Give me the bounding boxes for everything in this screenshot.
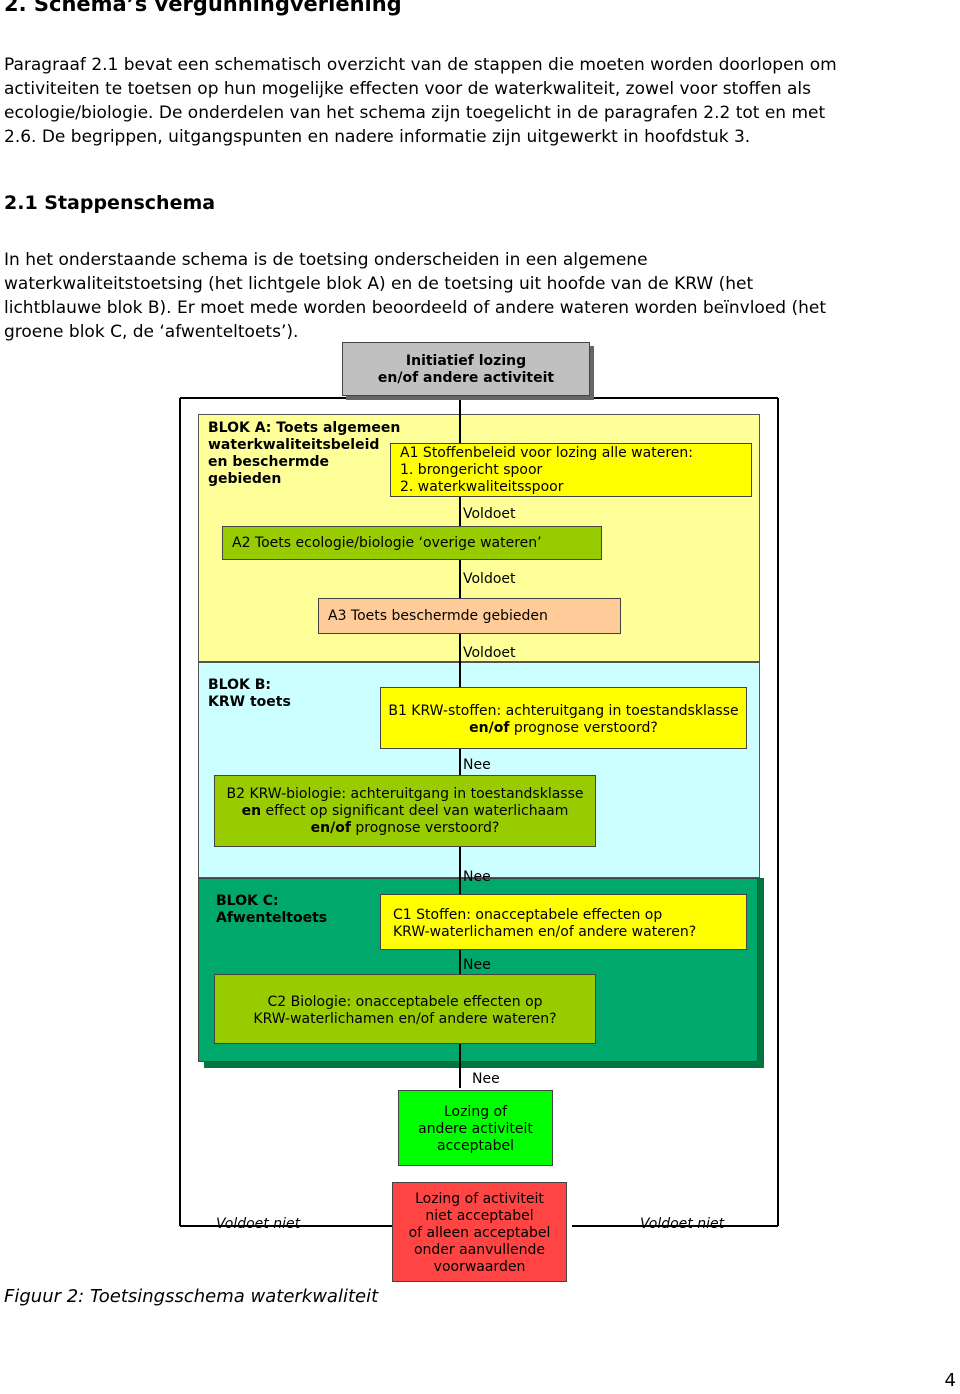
b1-rest: prognose verstoord? <box>509 720 658 736</box>
not-ok-line: onder aanvullende <box>413 1242 546 1258</box>
a1-line: A1 Stoffenbeleid voor lozing alle watere… <box>400 445 693 461</box>
start-line: en/of andere activiteit <box>377 370 555 386</box>
a3-box: A3 Toets beschermde gebieden <box>318 598 621 634</box>
block-a-title: BLOK A: Toets algemeen waterkwaliteitsbe… <box>208 420 400 488</box>
c2-line: KRW-waterlichamen en/of andere wateren? <box>253 1011 557 1027</box>
nee-label: Nee <box>463 957 491 973</box>
nee-label: Nee <box>463 869 491 885</box>
figure-caption: Figuur 2: Toetsingsschema waterkwaliteit <box>4 1286 379 1307</box>
intro-line: 2.6. De begrippen, uitgangspunten en nad… <box>4 127 751 147</box>
block-c-title-line: BLOK C: <box>216 893 279 909</box>
b1-box: B1 KRW-stoffen: achteruitgang in toestan… <box>380 687 747 749</box>
b2-rest: prognose verstoord? <box>350 820 500 836</box>
not-ok-line: voorwaarden <box>433 1259 526 1275</box>
block-c-title: BLOK C: Afwenteltoets <box>216 893 327 927</box>
c2-box: C2 Biologie: onacceptabele effecten op K… <box>214 974 596 1044</box>
section-paragraph: In het onderstaande schema is de toetsin… <box>4 248 826 344</box>
page-heading: 2. Schema’s vergunningverlening <box>4 0 402 16</box>
nee-label: Nee <box>463 757 491 773</box>
block-b-title-line: KRW toets <box>208 694 291 710</box>
nee-label: Nee <box>472 1071 500 1087</box>
block-c-title-line: Afwenteltoets <box>216 910 328 926</box>
section-line: groene blok C, de ‘afwenteltoets’). <box>4 322 299 342</box>
intro-line: activiteiten te toetsen op hun mogelijke… <box>4 79 812 99</box>
block-a-title-line: waterkwaliteitsbeleid <box>208 437 380 453</box>
b1-line: B1 KRW-stoffen: achteruitgang in toestan… <box>388 703 739 719</box>
a1-line: 2. waterkwaliteitsspoor <box>400 479 564 495</box>
voldoet-label: Voldoet <box>463 571 516 587</box>
b2-bold: en <box>241 803 262 819</box>
page-number: 4 <box>944 1370 956 1391</box>
start-line: Initiatief lozing <box>405 353 527 369</box>
c1-box: C1 Stoffen: onacceptabele effecten op KR… <box>380 894 747 950</box>
b2-line: B2 KRW-biologie: achteruitgang in toesta… <box>226 786 584 802</box>
a2-line: A2 Toets ecologie/biologie ‘overige wate… <box>232 535 542 551</box>
voldoet-label: Voldoet <box>463 506 516 522</box>
b2-line: en/of prognose verstoord? <box>215 820 595 837</box>
a3-line: A3 Toets beschermde gebieden <box>328 608 548 624</box>
voldoet-niet-label: Voldoet niet <box>216 1216 301 1232</box>
block-b-title-line: BLOK B: <box>208 677 271 693</box>
b2-box: B2 KRW-biologie: achteruitgang in toesta… <box>214 775 596 847</box>
b2-rest: effect op significant deel van waterlich… <box>261 803 569 819</box>
block-b-title: BLOK B: KRW toets <box>208 677 291 711</box>
b1-bold: en/of <box>469 720 510 736</box>
not-ok-line: niet acceptabel <box>425 1208 534 1224</box>
ok-line: acceptabel <box>437 1138 514 1154</box>
start-box: Initiatief lozing en/of andere activitei… <box>342 342 590 396</box>
section-title: 2.1 Stappenschema <box>4 192 216 214</box>
a2-box: A2 Toets ecologie/biologie ‘overige wate… <box>222 526 602 560</box>
voldoet-label: Voldoet <box>463 645 516 661</box>
ok-box: Lozing of andere activiteit acceptabel <box>398 1090 553 1166</box>
block-c-shadow <box>204 1062 764 1068</box>
not-ok-line: Lozing of activiteit <box>415 1191 544 1207</box>
intro-line: ecologie/biologie. De onderdelen van het… <box>4 103 826 123</box>
section-line: lichtblauwe blok B). Er moet mede worden… <box>4 298 827 318</box>
block-a-title-line: BLOK A: Toets algemeen <box>208 420 401 436</box>
ok-line: andere activiteit <box>418 1121 533 1137</box>
c1-line: KRW-waterlichamen en/of andere wateren? <box>393 924 697 940</box>
not-ok-box: Lozing of activiteit niet acceptabel of … <box>392 1182 567 1282</box>
block-c-shadow <box>758 878 764 1068</box>
c1-line: C1 Stoffen: onacceptabele effecten op <box>393 907 663 923</box>
section-line: In het onderstaande schema is de toetsin… <box>4 250 648 270</box>
block-a-title-line: en beschermde <box>208 454 329 470</box>
b2-bold: en/of <box>310 820 351 836</box>
b2-line: en effect op significant deel van waterl… <box>215 803 595 820</box>
c2-line: C2 Biologie: onacceptabele effecten op <box>267 994 543 1010</box>
voldoet-niet-label: Voldoet niet <box>640 1216 725 1232</box>
not-ok-line: of alleen acceptabel <box>408 1225 551 1241</box>
b1-line: en/of prognose verstoord? <box>381 720 746 737</box>
intro-line: Paragraaf 2.1 bevat een schematisch over… <box>4 55 837 75</box>
a1-line: 1. brongericht spoor <box>400 462 543 478</box>
block-a-title-line: gebieden <box>208 471 282 487</box>
section-line: waterkwaliteitstoetsing (het lichtgele b… <box>4 274 754 294</box>
intro-paragraph: Paragraaf 2.1 bevat een schematisch over… <box>4 53 837 149</box>
a1-box: A1 Stoffenbeleid voor lozing alle watere… <box>390 443 752 497</box>
ok-line: Lozing of <box>443 1104 508 1120</box>
